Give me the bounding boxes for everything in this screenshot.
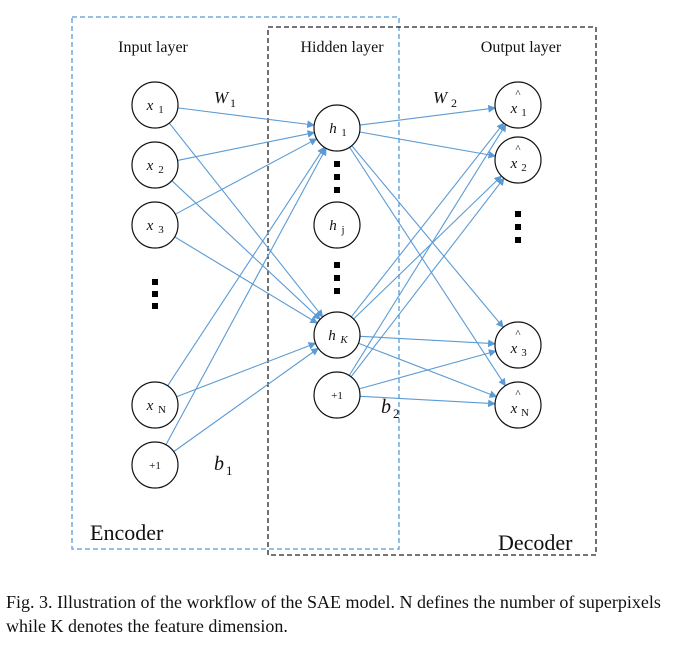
output-ellipsis <box>515 211 521 243</box>
svg-text:^: ^ <box>515 143 521 155</box>
svg-text:W: W <box>214 88 230 107</box>
encoder-edge-4-0 <box>165 147 327 446</box>
decoder-edge-1-1 <box>353 175 503 320</box>
svg-text:x: x <box>146 218 154 234</box>
svg-text:N: N <box>521 407 529 419</box>
svg-text:x: x <box>510 156 518 172</box>
encoder-block <box>71 16 400 550</box>
bias-label-b2: b 2 <box>381 396 400 421</box>
svg-text:2: 2 <box>158 164 164 176</box>
input-bias-node: +1 <box>131 441 179 489</box>
hidden-ellipsis-lower <box>334 262 340 294</box>
output-node-x2-hat: ^ x 2 <box>494 136 542 184</box>
input-node-x2: x 2 <box>131 141 179 189</box>
svg-text:x: x <box>510 101 518 117</box>
svg-text:b: b <box>214 453 224 475</box>
figure-caption: Fig. 3. Illustration of the workflow of … <box>6 592 661 636</box>
decoder-edge-0-3 <box>349 146 506 387</box>
decoder-edge-2-2 <box>359 349 497 390</box>
svg-text:^: ^ <box>515 388 521 400</box>
decoder-edge-1-0 <box>350 122 505 318</box>
svg-text:W: W <box>433 88 449 107</box>
svg-text:x: x <box>146 98 154 114</box>
svg-text:x: x <box>510 401 518 417</box>
encoder-edge-4-1 <box>173 347 319 453</box>
hidden-node-h1: h 1 <box>313 104 361 152</box>
svg-text:h: h <box>329 218 337 234</box>
svg-text:N: N <box>158 404 166 416</box>
output-node-xn-hat: ^ x N <box>494 381 542 429</box>
svg-text:2: 2 <box>451 96 457 110</box>
encoder-edge-1-0 <box>177 130 316 161</box>
input-layer-title: Input layer <box>118 39 188 56</box>
svg-text:x: x <box>146 398 154 414</box>
bias-label-b1: b 1 <box>214 453 233 478</box>
encoder-edge-3-0 <box>167 146 325 387</box>
encoder-edge-1-1 <box>171 180 321 320</box>
decoder-edge-0-2 <box>351 145 504 328</box>
hidden-node-hk: h K <box>313 311 361 359</box>
weight-label-w1: W 1 <box>214 88 236 110</box>
hidden-ellipsis-upper <box>334 161 340 193</box>
hidden-node-hj: h j <box>313 201 361 249</box>
svg-text:x: x <box>510 341 518 357</box>
input-node-x1: x 1 <box>131 81 179 129</box>
decoder-edge-2-3 <box>359 395 496 408</box>
svg-text:h: h <box>329 121 337 137</box>
decoder-edge-0-1 <box>359 131 497 159</box>
output-node-x3-hat: ^ x 3 <box>494 321 542 369</box>
svg-text:1: 1 <box>521 107 527 119</box>
connection-edges <box>165 104 507 453</box>
hidden-layer-title: Hidden layer <box>300 39 384 56</box>
svg-text:j: j <box>340 224 344 236</box>
encoder-edge-2-0 <box>175 138 318 215</box>
svg-text:h: h <box>328 328 336 344</box>
svg-text:2: 2 <box>521 162 527 174</box>
hidden-bias-node: +1 <box>313 371 361 419</box>
decoder-label: Decoder <box>498 530 573 555</box>
encoder-edge-0-1 <box>168 122 324 318</box>
input-ellipsis <box>152 279 158 309</box>
encoder-edge-3-1 <box>176 342 317 398</box>
encoder-edge-2-1 <box>174 236 318 324</box>
input-node-x3: x 3 <box>131 201 179 249</box>
encoder-edge-0-0 <box>177 107 315 129</box>
sae-diagram: Input layer Hidden layer Output layer En… <box>71 16 597 556</box>
svg-text:+1: +1 <box>331 390 343 402</box>
svg-text:1: 1 <box>341 127 347 139</box>
decoder-edge-2-1 <box>350 177 505 378</box>
encoder-label: Encoder <box>90 520 164 545</box>
input-node-xn: x N <box>131 381 179 429</box>
svg-text:K: K <box>339 334 348 346</box>
svg-text:1: 1 <box>230 96 236 110</box>
svg-text:^: ^ <box>515 328 521 340</box>
svg-text:3: 3 <box>521 347 527 359</box>
svg-text:x: x <box>146 158 154 174</box>
svg-text:2: 2 <box>393 406 400 421</box>
weight-label-w2: W 2 <box>433 88 457 110</box>
decoder-edge-1-2 <box>359 335 496 348</box>
svg-text:1: 1 <box>158 104 164 116</box>
decoder-edge-0-0 <box>359 104 496 126</box>
svg-text:3: 3 <box>158 224 164 236</box>
decoder-block <box>267 26 597 556</box>
output-layer-title: Output layer <box>481 39 562 56</box>
svg-text:b: b <box>381 396 391 418</box>
output-node-x1-hat: ^ x 1 <box>494 81 542 129</box>
svg-text:^: ^ <box>515 88 521 100</box>
decoder-edge-2-0 <box>348 123 507 376</box>
svg-text:+1: +1 <box>149 460 161 472</box>
svg-text:1: 1 <box>226 463 233 478</box>
